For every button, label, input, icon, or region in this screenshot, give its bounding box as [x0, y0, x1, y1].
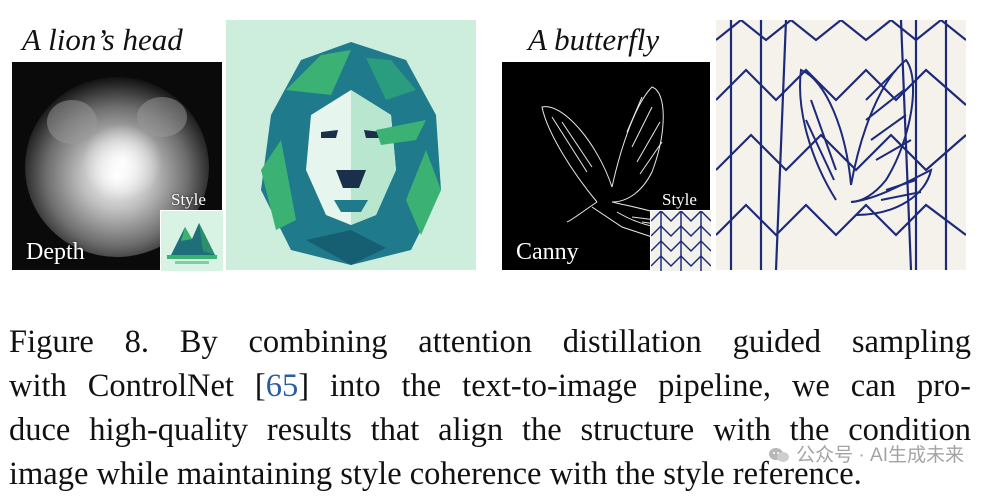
- butterfly-style-label: Style: [662, 190, 697, 209]
- citation-link[interactable]: 65: [265, 368, 299, 404]
- caption-line-3: duce high-quality results that align the…: [9, 412, 971, 448]
- butterfly-style-reference-image: [650, 210, 712, 272]
- lion-title: A lion’s head: [22, 22, 183, 57]
- lion-output-image: [226, 20, 476, 270]
- caption-line-2-post: ] into the text-to-image pipeline, we ca…: [298, 368, 971, 404]
- canny-label: Canny: [516, 239, 579, 265]
- butterfly-title: A butterfly: [528, 22, 660, 57]
- figure-caption: Figure 8. By combining attention distill…: [9, 320, 971, 496]
- caption-line-2-pre: with ControlNet [: [9, 368, 266, 404]
- watermark-text: 公众号 · AI生成未来: [796, 445, 964, 466]
- watermark: 公众号 · AI生成未来: [768, 440, 964, 467]
- caption-line-2: with ControlNet [65] into the text-to-im…: [9, 364, 971, 408]
- caption-line-4: image while maintaining style coherence …: [9, 456, 862, 492]
- lion-style-label: Style: [171, 190, 206, 209]
- depth-label: Depth: [26, 239, 85, 265]
- caption-line-1: Figure 8. By combining attention distill…: [9, 324, 971, 360]
- butterfly-output-image: [716, 20, 966, 270]
- wechat-icon: [768, 446, 790, 464]
- lion-style-reference-image: [160, 210, 224, 272]
